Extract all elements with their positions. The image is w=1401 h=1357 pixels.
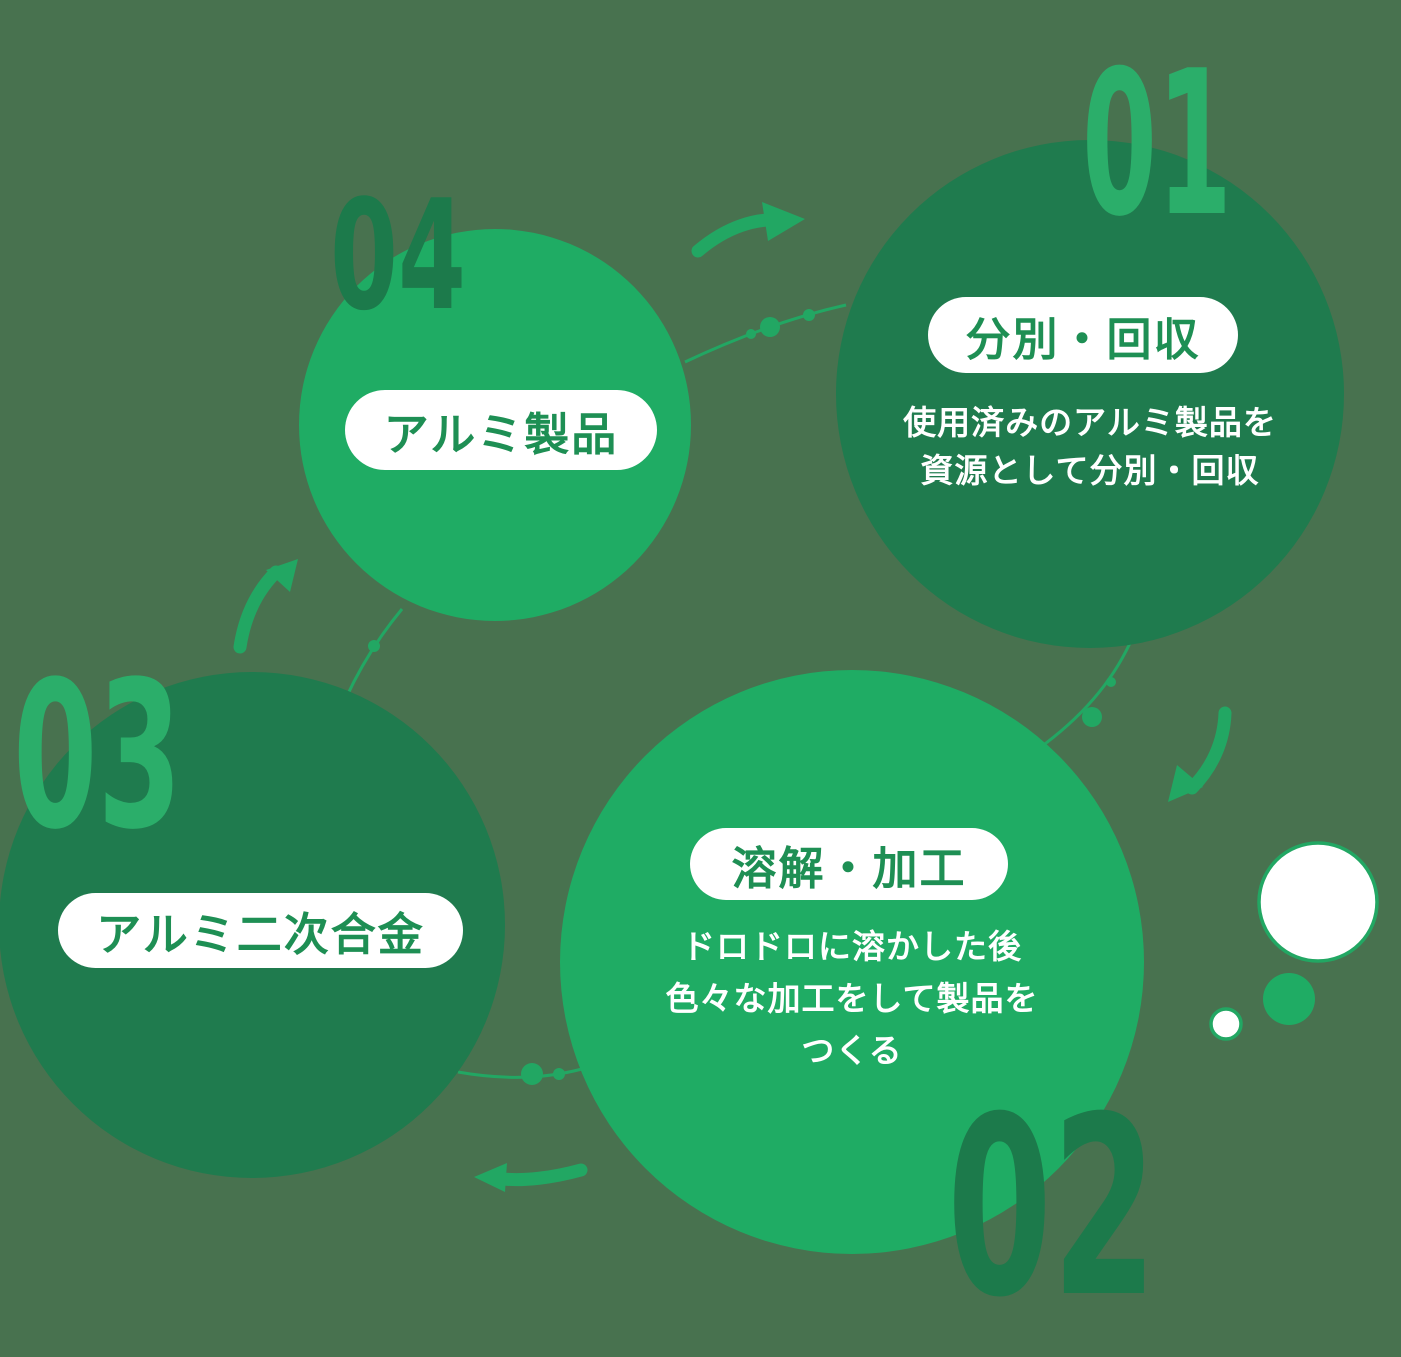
connector-dot bbox=[1106, 677, 1116, 687]
bubble-medium bbox=[1263, 973, 1315, 1025]
step-02-circle bbox=[560, 670, 1144, 1254]
step-01-label-pill: 分別・回収 bbox=[928, 297, 1238, 373]
step-02-description-line: つくる bbox=[801, 1031, 903, 1070]
bubble-small bbox=[1209, 1007, 1243, 1041]
step-01-number: 01 bbox=[1082, 28, 1232, 261]
arrow-01-to-02-icon bbox=[1168, 706, 1232, 802]
step-02-description-line: ドロドロに溶かした後 bbox=[682, 927, 1022, 966]
connector-dot bbox=[553, 1068, 565, 1080]
step-01-description-line: 資源として分別・回収 bbox=[920, 451, 1260, 490]
connector-dot bbox=[760, 317, 780, 337]
connector-dot bbox=[746, 329, 756, 339]
step-02-description: ドロドロに溶かした後 色々な加工をして製品を つくる bbox=[602, 921, 1102, 1077]
arrow-02-to-03-icon bbox=[474, 1163, 588, 1192]
step-03-label: アルミ二次合金 bbox=[96, 908, 425, 961]
step-04-label: アルミ製品 bbox=[383, 407, 619, 461]
step-03-label-pill: アルミ二次合金 bbox=[58, 893, 463, 968]
connector-dot bbox=[368, 640, 380, 652]
connector-dot bbox=[803, 309, 815, 321]
step-04-number: 04 bbox=[330, 167, 466, 344]
step-01-description-line: 使用済みのアルミ製品を bbox=[903, 403, 1277, 442]
connector-path-03-to-04 bbox=[344, 608, 404, 699]
arrow-03-to-04-icon bbox=[233, 559, 298, 654]
step-01-circle bbox=[836, 140, 1344, 648]
bubble-circles bbox=[1209, 841, 1379, 1041]
arrow-04-to-01-icon bbox=[691, 202, 805, 258]
connector-dot bbox=[521, 1063, 543, 1085]
connector-path-01-to-02 bbox=[1037, 642, 1132, 751]
connector-dot bbox=[1082, 707, 1102, 727]
step-03-number: 03 bbox=[13, 638, 182, 874]
step-02-label: 溶解・加工 bbox=[731, 841, 967, 895]
step-04-label-pill: アルミ製品 bbox=[345, 390, 657, 470]
step-02-label-pill: 溶解・加工 bbox=[690, 828, 1008, 900]
step-01-label: 分別・回収 bbox=[965, 312, 1201, 366]
step-01-description: 使用済みのアルミ製品を 資源として分別・回収 bbox=[840, 399, 1340, 495]
step-02-description-line: 色々な加工をして製品を bbox=[665, 979, 1039, 1018]
bubble-large bbox=[1257, 841, 1379, 963]
step-02-number: 02 bbox=[947, 1065, 1157, 1352]
